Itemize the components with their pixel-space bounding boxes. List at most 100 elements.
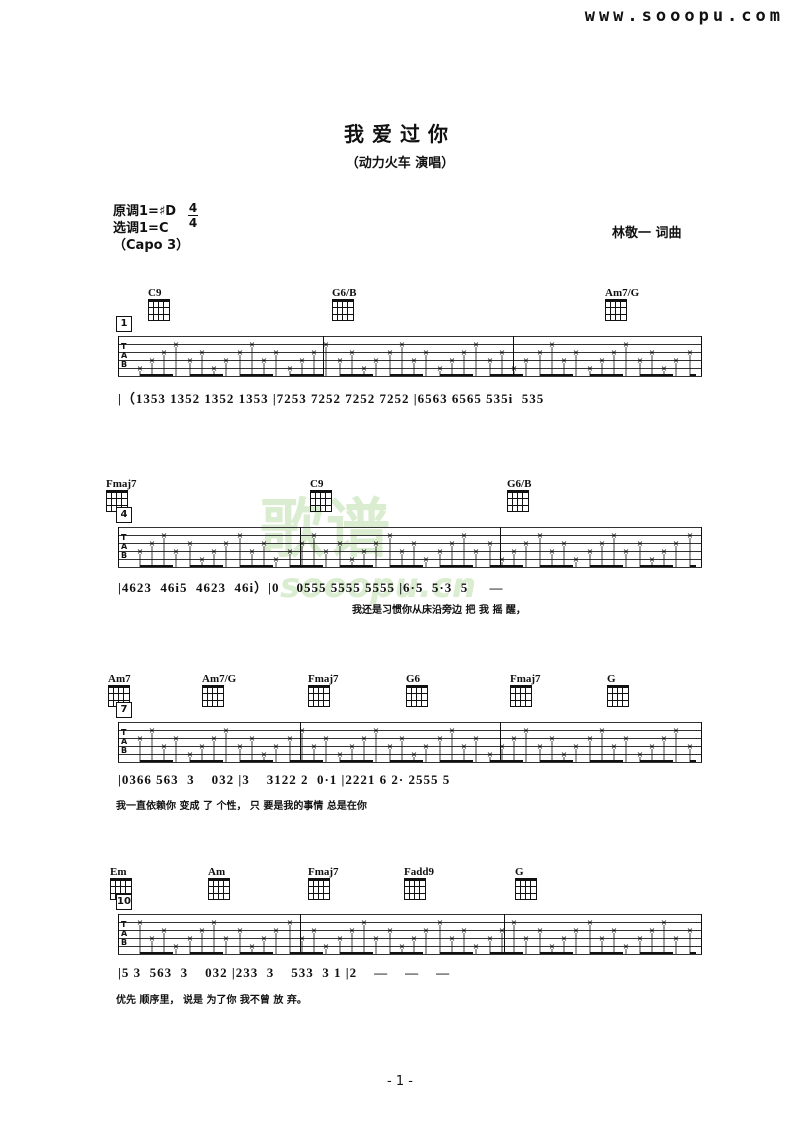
chord-diagram: Fmaj7 (106, 478, 137, 512)
chord-grid (208, 878, 230, 900)
tab-note-x: × (637, 934, 644, 943)
tab-note-x: × (387, 926, 394, 935)
tab-note-x: × (187, 934, 194, 943)
original-key: 原调1=♯D (113, 204, 177, 219)
tab-note-x: × (561, 750, 568, 759)
chord-diagram: Am (208, 866, 230, 900)
tab-note-x: × (449, 356, 456, 365)
tab-note-x: × (487, 539, 494, 548)
tab-note-x: × (523, 934, 530, 943)
tab-note-x: × (437, 547, 444, 556)
tab-note-x: × (211, 734, 218, 743)
chord-name: C9 (310, 478, 324, 490)
chord-name: Am7 (108, 673, 131, 685)
chord-grid (406, 685, 428, 707)
tab-note-x: × (473, 942, 480, 951)
tab-note-x: × (137, 547, 144, 556)
tab-note-x: × (649, 555, 656, 564)
tab-note-x: × (349, 555, 356, 564)
tab-note-x: × (461, 348, 468, 357)
tab-note-x: × (399, 734, 406, 743)
tab-note-x: × (623, 547, 630, 556)
tab-note-x: × (687, 926, 694, 935)
chord-grid (510, 685, 532, 707)
tab-note-x: × (587, 734, 594, 743)
tab-note-x: × (473, 734, 480, 743)
tab-note-x: × (687, 742, 694, 751)
tab-note-x: × (137, 364, 144, 373)
tab-note-x: × (287, 734, 294, 743)
tab-note-x: × (373, 726, 380, 735)
tab-note-x: × (287, 364, 294, 373)
tab-note-x: × (499, 348, 506, 357)
tab-note-x: × (187, 539, 194, 548)
tab-note-x: × (411, 356, 418, 365)
tab-note-x: × (649, 742, 656, 751)
tab-note-x: × (661, 918, 668, 927)
tab-note-x: × (299, 356, 306, 365)
tab-note-x: × (437, 734, 444, 743)
tab-note-x: × (249, 734, 256, 743)
chord-diagram: Fmaj7 (308, 673, 339, 707)
tab-note-x: × (299, 726, 306, 735)
tab-note-x: × (599, 934, 606, 943)
tab-note-x: × (211, 918, 218, 927)
tab-note-x: × (299, 539, 306, 548)
number-notation: |（1353 1352 1352 1353 |7253 7252 7252 72… (118, 391, 545, 406)
measure-number: 7 (116, 702, 132, 718)
tab-note-x: × (549, 547, 556, 556)
chord-name: Fmaj7 (308, 673, 339, 685)
tab-note-x: × (323, 340, 330, 349)
tab-note-x: × (311, 531, 318, 540)
tab-note-x: × (487, 750, 494, 759)
tab-note-x: × (399, 340, 406, 349)
tab-note-x: × (361, 364, 368, 373)
tab-note-x: × (649, 926, 656, 935)
tab-note-x: × (161, 926, 168, 935)
tab-note-x: × (187, 356, 194, 365)
tab-note-x: × (311, 742, 318, 751)
tab-note-x: × (149, 934, 156, 943)
chord-grid (605, 299, 627, 321)
tab-note-x: × (637, 750, 644, 759)
tab-note-x: × (523, 539, 530, 548)
tab-note-x: × (537, 742, 544, 751)
tab-note-x: × (237, 742, 244, 751)
tab-note-x: × (273, 348, 280, 357)
tab-note-x: × (537, 348, 544, 357)
tab-note-x: × (449, 726, 456, 735)
tab-notes: ××××××××××××××××××××××××××××××××××××××××… (137, 726, 696, 762)
tab-note-x: × (249, 340, 256, 349)
chord-diagram: C9 (148, 287, 170, 321)
tab-note-x: × (261, 750, 268, 759)
tab-note-x: × (349, 742, 356, 751)
tab-note-x: × (587, 547, 594, 556)
tab-note-x: × (161, 531, 168, 540)
chord-name: C9 (148, 287, 162, 299)
chord-diagram: G (515, 866, 537, 900)
chord-grid (404, 878, 426, 900)
tab-note-x: × (323, 734, 330, 743)
tab-note-x: × (399, 942, 406, 951)
chord-name: Am7/G (605, 287, 640, 299)
tab-note-x: × (673, 934, 680, 943)
tab-note-x: × (437, 918, 444, 927)
tab-note-x: × (337, 750, 344, 759)
tab-note-x: × (623, 942, 630, 951)
tab-note-x: × (487, 356, 494, 365)
chord-diagram: Am7 (108, 673, 131, 707)
tab-note-x: × (549, 942, 556, 951)
tab-note-x: × (361, 547, 368, 556)
tab-note-x: × (387, 348, 394, 357)
tab-notes: ××××××××××××××××××××××××××××××××××××××××… (137, 531, 696, 567)
tab-note-x: × (511, 364, 518, 373)
site-url[interactable]: www.sooopu.com (584, 6, 784, 26)
tab-note-x: × (423, 926, 430, 935)
tab-note-x: × (561, 356, 568, 365)
chord-grid (310, 490, 332, 512)
tab-note-x: × (173, 547, 180, 556)
tab-note-x: × (561, 539, 568, 548)
tab-note-x: × (387, 531, 394, 540)
chord-grid (515, 878, 537, 900)
tab-note-x: × (549, 734, 556, 743)
